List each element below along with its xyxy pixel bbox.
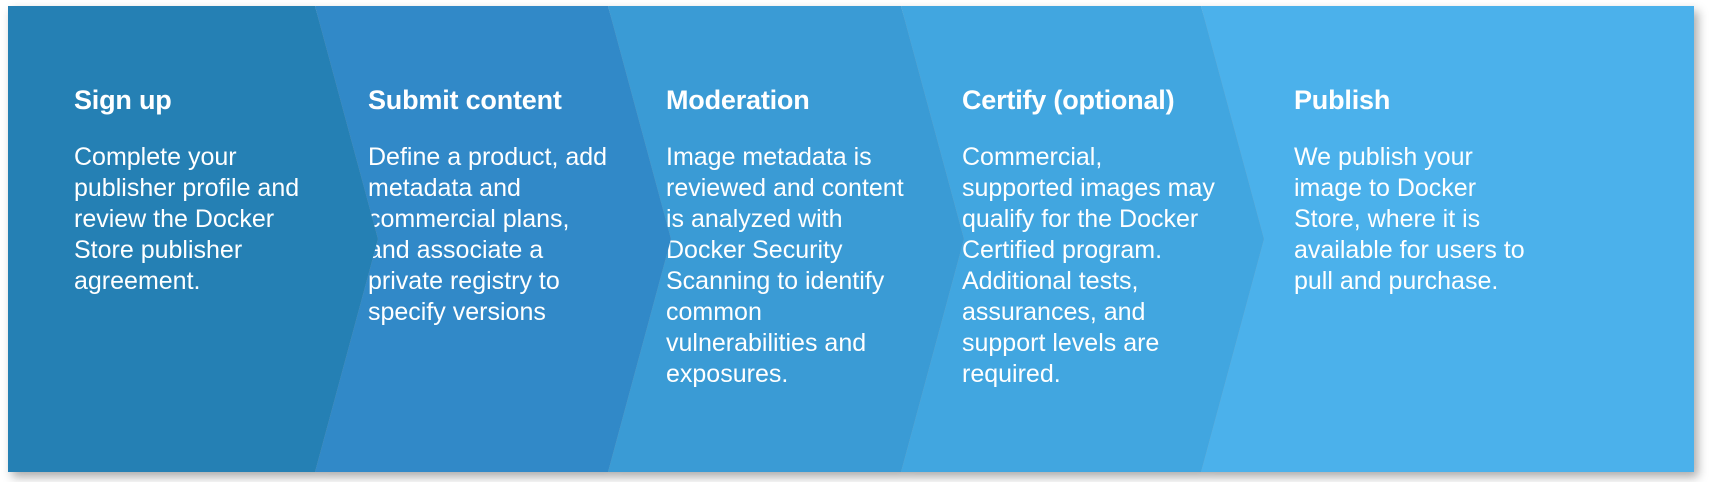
- stage-description-submit-content: Define a product, add metadata and comme…: [368, 143, 608, 326]
- stage-content-submit-content: Submit content Define a product, add met…: [368, 84, 612, 328]
- stage-title-sign-up: Sign up: [74, 85, 172, 115]
- stage-content-publish: Publish We publish your image to Docker …: [1294, 84, 1526, 297]
- stage-description-certify-optional: Commercial, supported images may qualify…: [962, 143, 1215, 388]
- process-stage-sign-up[interactable]: Sign up Complete your publisher profile …: [8, 6, 378, 472]
- stage-content-certify-optional: Certify (optional) Commercial, supported…: [962, 84, 1220, 390]
- stage-shape-publish: [1201, 6, 1694, 472]
- stage-shape-sign-up: [8, 6, 378, 472]
- process-stage-publish[interactable]: Publish We publish your image to Docker …: [1184, 6, 1694, 472]
- process-stage-submit-content[interactable]: Submit content Define a product, add met…: [298, 6, 671, 472]
- stage-description-sign-up: Complete your publisher profile and revi…: [74, 143, 300, 295]
- stage-title-publish: Publish: [1294, 85, 1391, 115]
- stage-content-moderation: Moderation Image metadata is reviewed an…: [666, 84, 916, 390]
- stage-description-moderation: Image metadata is reviewed and content i…: [666, 143, 904, 388]
- stage-content-sign-up: Sign up Complete your publisher profile …: [74, 84, 306, 297]
- process-flow-diagram: Sign up Complete your publisher profile …: [8, 6, 1694, 472]
- stage-title-submit-content: Submit content: [368, 85, 562, 115]
- stage-description-publish: We publish your image to Docker Store, w…: [1294, 143, 1525, 295]
- stage-title-moderation: Moderation: [666, 85, 810, 115]
- stage-title-certify-optional: Certify (optional): [962, 85, 1175, 115]
